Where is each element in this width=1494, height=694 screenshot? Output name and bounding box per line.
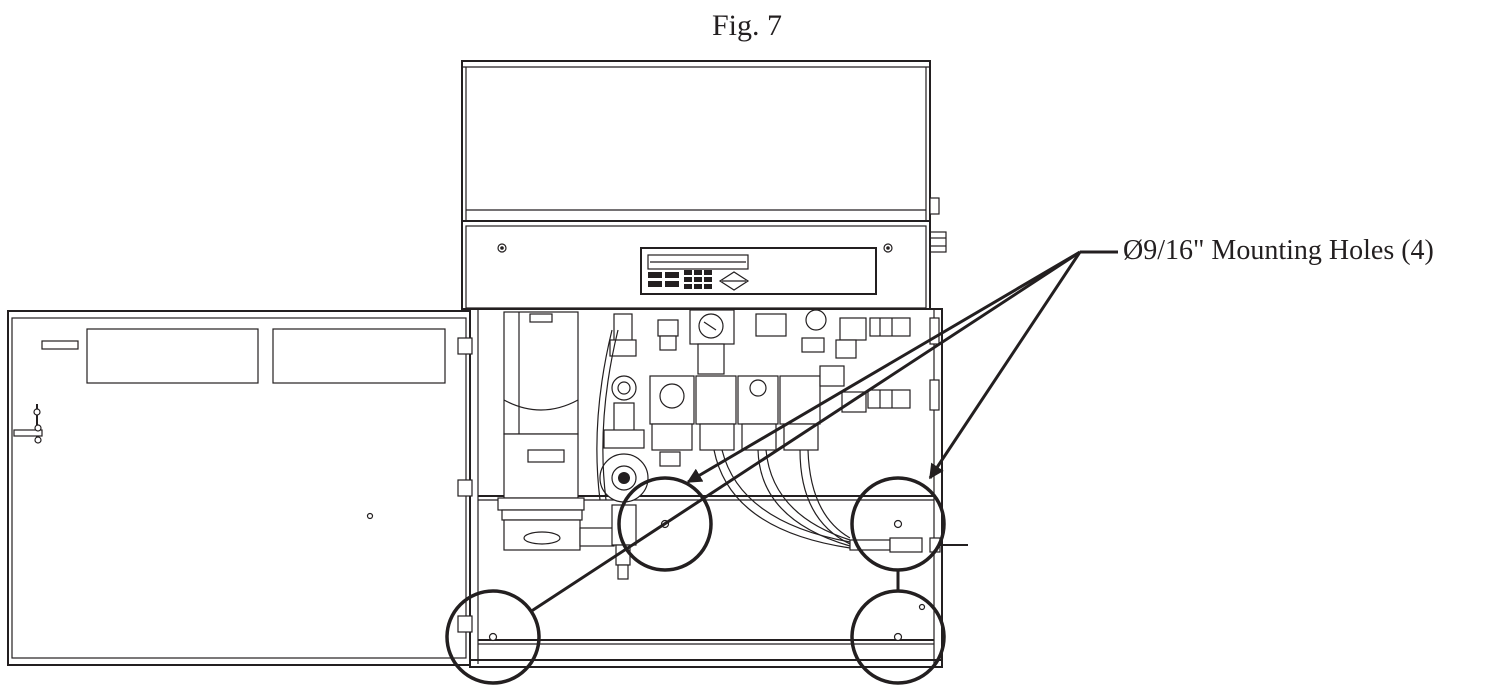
mounting-hole-3 — [488, 632, 498, 642]
open-door — [7, 310, 473, 666]
controller-section — [461, 220, 931, 310]
mounting-hole-2 — [893, 519, 903, 529]
filter-regulator-bank — [599, 309, 911, 580]
mounting-hole-4 — [893, 632, 903, 642]
mounting-holes — [488, 519, 903, 642]
vertical-pipe — [497, 311, 615, 551]
mounting-holes-callout: Ø9/16" Mounting Holes (4) — [1123, 235, 1434, 266]
figure-title: Fig. 7 — [711, 9, 783, 42]
leader-lines — [529, 250, 1118, 614]
tubing — [596, 329, 968, 553]
controller-display — [640, 247, 877, 295]
door-latch — [13, 404, 43, 444]
